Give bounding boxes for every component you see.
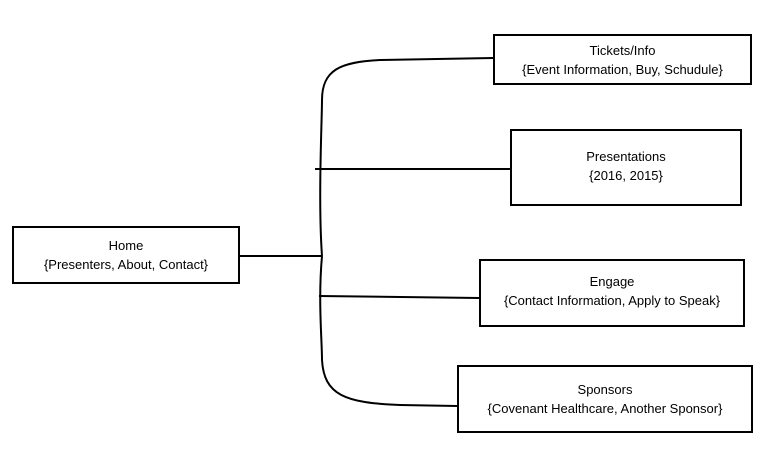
node-tickets-info-title: Tickets/Info — [589, 42, 656, 58]
node-engage-title: Engage — [589, 274, 635, 289]
node-engage-subtitle: {Contact Information, Apply to Speak} — [503, 293, 721, 308]
node-home-title: Home — [108, 238, 144, 253]
node-tickets-info-subtitle: {Event Information, Buy, Schudule} — [522, 61, 723, 77]
node-engage: Engage {Contact Information, Apply to Sp… — [479, 259, 745, 327]
connector-trunk-lower — [319, 255, 458, 407]
node-home-subtitle: {Presenters, About, Contact} — [43, 257, 209, 272]
node-presentations-subtitle: {2016, 2015} — [589, 167, 663, 183]
node-presentations-title: Presentations — [586, 148, 666, 164]
node-sponsors: Sponsors {Covenant Healthcare, Another S… — [457, 365, 753, 433]
node-tickets-info: Tickets/Info {Event Information, Buy, Sc… — [493, 34, 752, 85]
node-sponsors-title: Sponsors — [577, 382, 633, 397]
node-home: Home {Presenters, About, Contact} — [12, 226, 240, 284]
node-presentations: Presentations {2016, 2015} — [510, 129, 742, 206]
connector-trunk-upper — [319, 57, 494, 257]
connector-engage — [318, 295, 480, 299]
node-sponsors-subtitle: {Covenant Healthcare, Another Sponsor} — [487, 401, 723, 416]
